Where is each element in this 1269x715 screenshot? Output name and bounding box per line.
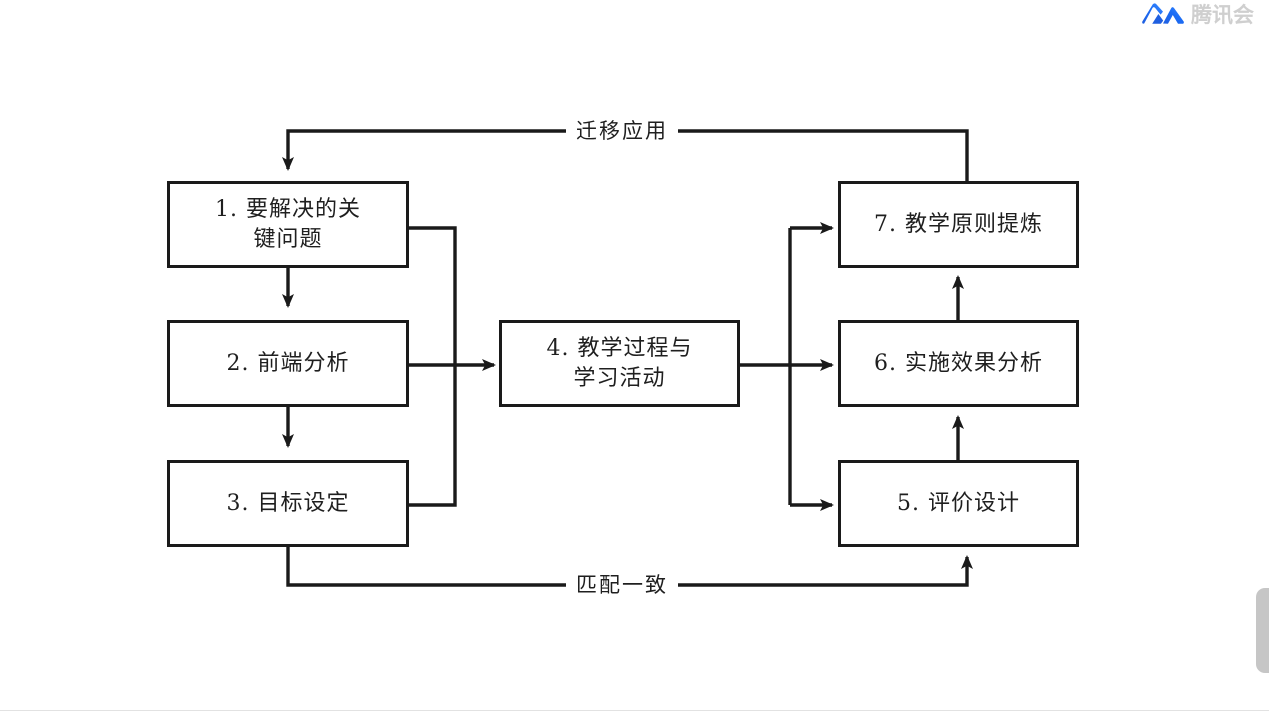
node-6-implementation-effect-analysis[interactable]: 6. 实施效果分析	[838, 320, 1079, 407]
edge-label-matching-consistency: 匹配一致	[566, 574, 678, 596]
scroll-handle[interactable]	[1256, 588, 1269, 673]
node-1-key-problem[interactable]: 1. 要解决的关 键问题	[167, 181, 409, 268]
tencent-meeting-logo-icon	[1142, 3, 1184, 24]
node-2-front-end-analysis[interactable]: 2. 前端分析	[167, 320, 409, 407]
tencent-meeting-watermark: 腾讯会	[1142, 0, 1269, 30]
edge-label-transfer-application: 迁移应用	[566, 120, 678, 142]
node-5-evaluation-design[interactable]: 5. 评价设计	[838, 460, 1079, 547]
node-7-teaching-principle-refinement[interactable]: 7. 教学原则提炼	[838, 181, 1079, 268]
node-4-teaching-process-and-learning-activities[interactable]: 4. 教学过程与 学习活动	[499, 320, 740, 407]
page-bottom-divider	[0, 710, 1269, 711]
watermark-text: 腾讯会	[1191, 3, 1254, 27]
edge-n3-bus	[409, 365, 457, 507]
node-3-goal-setting[interactable]: 3. 目标设定	[167, 460, 409, 547]
edge-n1-bus	[409, 226, 457, 365]
